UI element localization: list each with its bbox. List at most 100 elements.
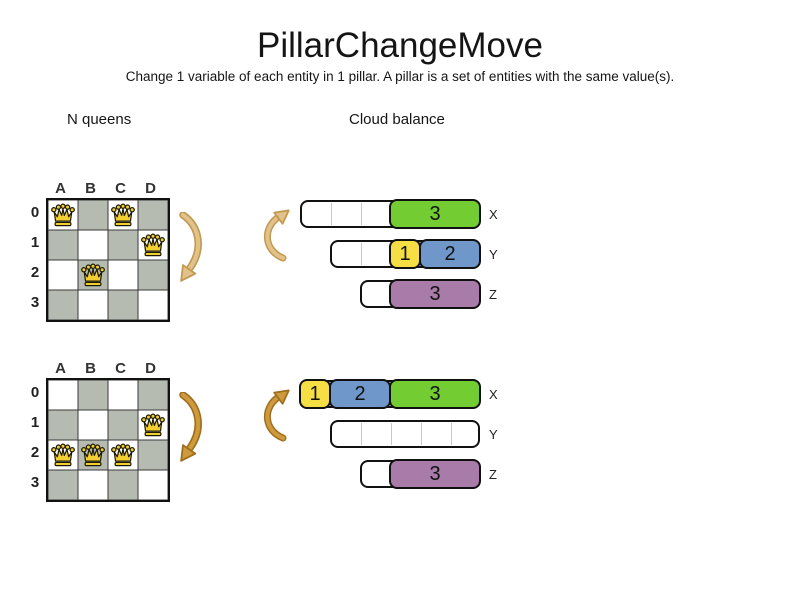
board-cell bbox=[48, 290, 78, 320]
board-cell bbox=[78, 230, 108, 260]
board-cell bbox=[78, 380, 108, 410]
board-cell bbox=[108, 380, 138, 410]
board-move-arrow-icon bbox=[171, 211, 205, 293]
board-cell bbox=[78, 410, 108, 440]
board-cell bbox=[48, 470, 78, 500]
board-cell bbox=[48, 200, 78, 230]
board-move-arrow-icon bbox=[171, 391, 205, 473]
column-label: C bbox=[115, 360, 127, 377]
cloud-computer-bar bbox=[300, 200, 480, 228]
bars-move-arrow-icon bbox=[257, 388, 297, 449]
column-label: D bbox=[145, 180, 157, 197]
bar-cell-separator bbox=[451, 383, 452, 405]
board-cell bbox=[78, 470, 108, 500]
page-subtitle: Change 1 variable of each entity in 1 pi… bbox=[125, 69, 675, 84]
column-label: A bbox=[55, 360, 67, 377]
queen-icon bbox=[109, 201, 137, 229]
queen-icon bbox=[79, 441, 107, 469]
board-cell bbox=[78, 260, 108, 290]
cloud-computer-bar bbox=[330, 240, 480, 268]
row-label: 0 bbox=[30, 204, 40, 221]
computer-label: Y bbox=[489, 427, 498, 442]
bar-cell-separator bbox=[361, 243, 362, 265]
bar-cell-separator bbox=[421, 203, 422, 225]
queen-crown-glyph bbox=[51, 203, 75, 227]
queen-crown-glyph bbox=[111, 203, 135, 227]
board-cell bbox=[48, 230, 78, 260]
queen-crown-glyph bbox=[141, 413, 165, 437]
bar-cell-separator bbox=[451, 423, 452, 445]
board-cell bbox=[138, 260, 168, 290]
bar-cell-separator bbox=[451, 243, 452, 265]
bar-cell-separator bbox=[421, 383, 422, 405]
cloud-computer-bar bbox=[300, 380, 480, 408]
bar-cell-separator bbox=[391, 463, 392, 485]
board-cell bbox=[138, 440, 168, 470]
bar-cell-separator bbox=[421, 423, 422, 445]
computer-label: Y bbox=[489, 247, 498, 262]
row-label: 3 bbox=[30, 474, 40, 491]
process-block: 2 bbox=[329, 379, 391, 409]
board-cell bbox=[108, 260, 138, 290]
section-label-nqueens: N queens bbox=[67, 111, 132, 128]
queen-crown-glyph bbox=[81, 263, 105, 287]
computer-label: X bbox=[489, 387, 498, 402]
bar-cell-separator bbox=[451, 463, 452, 485]
queen-crown-glyph bbox=[81, 443, 105, 467]
computer-label: X bbox=[489, 207, 498, 222]
bar-cell-separator bbox=[391, 283, 392, 305]
board-cell bbox=[48, 380, 78, 410]
computer-label: Z bbox=[489, 467, 497, 482]
bar-cell-separator bbox=[331, 203, 332, 225]
process-block: 1 bbox=[389, 239, 421, 269]
column-label: D bbox=[145, 360, 157, 377]
bar-cell-separator bbox=[331, 383, 332, 405]
bar-cell-separator bbox=[451, 283, 452, 305]
board-cell bbox=[48, 260, 78, 290]
bar-cell-separator bbox=[361, 423, 362, 445]
queen-crown-glyph bbox=[141, 233, 165, 257]
process-block: 3 bbox=[389, 379, 481, 409]
cloud-computer-bar bbox=[330, 420, 480, 448]
bar-cell-separator bbox=[421, 283, 422, 305]
bar-cell-separator bbox=[451, 203, 452, 225]
queen-icon bbox=[79, 261, 107, 289]
bar-cell-separator bbox=[391, 243, 392, 265]
bar-cell-separator bbox=[361, 203, 362, 225]
row-label: 0 bbox=[30, 384, 40, 401]
board-cell bbox=[78, 440, 108, 470]
queen-crown-glyph bbox=[51, 443, 75, 467]
computer-label: Z bbox=[489, 287, 497, 302]
bar-cell-separator bbox=[391, 423, 392, 445]
column-label: A bbox=[55, 180, 67, 197]
bar-cell-separator bbox=[391, 203, 392, 225]
chessboard bbox=[46, 198, 170, 322]
board-cell bbox=[108, 290, 138, 320]
process-block: 1 bbox=[299, 379, 331, 409]
column-label: B bbox=[85, 360, 97, 377]
column-label: C bbox=[115, 180, 127, 197]
board-cell bbox=[108, 440, 138, 470]
process-block: 3 bbox=[389, 459, 481, 489]
queen-icon bbox=[109, 441, 137, 469]
process-block: 2 bbox=[419, 239, 481, 269]
page-title: PillarChangeMove bbox=[257, 26, 543, 65]
process-block: 3 bbox=[389, 199, 481, 229]
queen-icon bbox=[139, 411, 167, 439]
board-cell bbox=[108, 470, 138, 500]
bar-cell-separator bbox=[391, 383, 392, 405]
cloud-computer-bar bbox=[360, 460, 480, 488]
row-label: 1 bbox=[30, 414, 40, 431]
board-cell bbox=[48, 410, 78, 440]
board-cell bbox=[48, 440, 78, 470]
bar-cell-separator bbox=[361, 383, 362, 405]
board-cell bbox=[138, 410, 168, 440]
board-cell bbox=[78, 290, 108, 320]
board-cell bbox=[78, 200, 108, 230]
board-cell bbox=[138, 470, 168, 500]
queen-icon bbox=[49, 201, 77, 229]
cloud-computer-bar bbox=[360, 280, 480, 308]
